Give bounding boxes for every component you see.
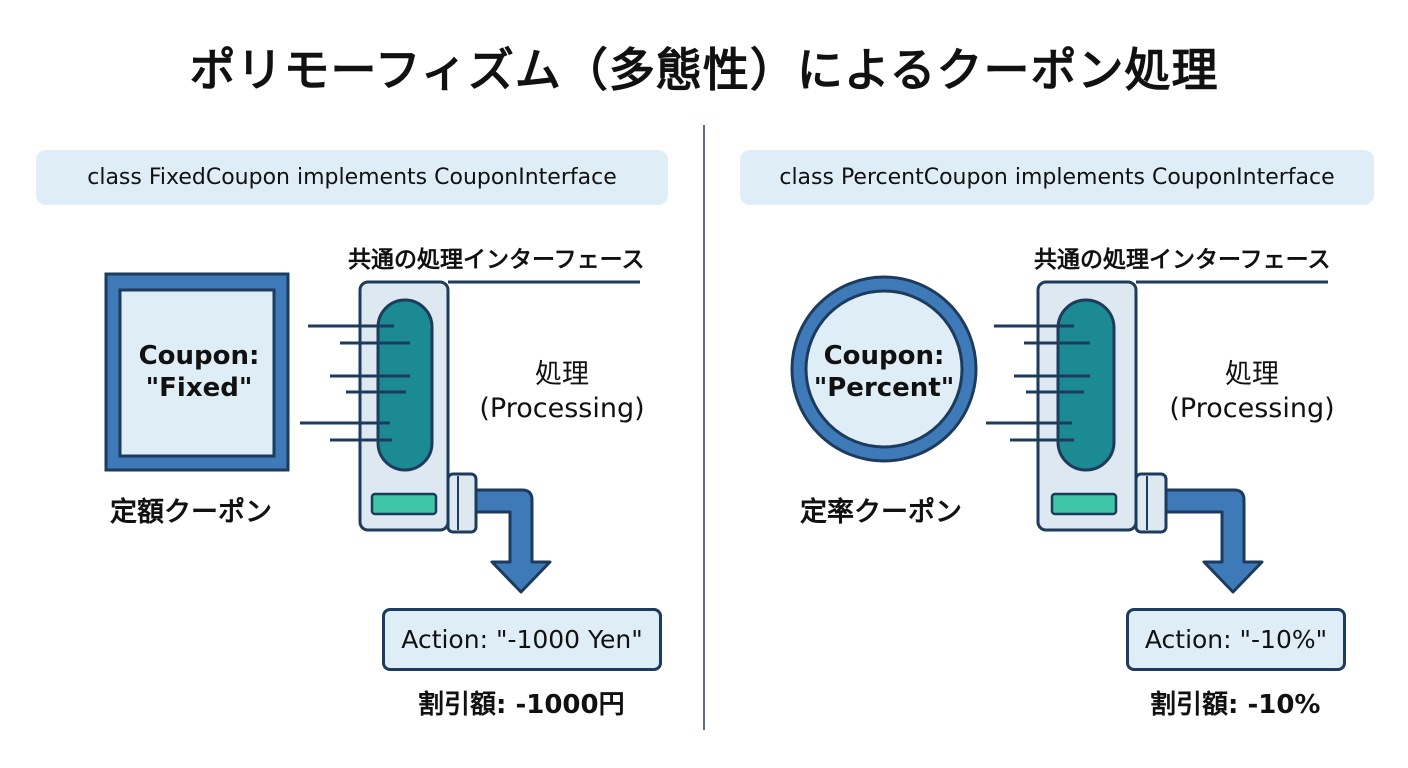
output-arrow [1164,488,1264,594]
processing-indicator [370,492,438,516]
processing-title: 処理 [535,359,589,390]
output-arrow [474,488,552,594]
percent-coupon-text: Coupon: "Percent" [794,340,974,404]
interface-label: 共通の処理インターフェース [1034,247,1331,273]
output-port [1134,472,1168,534]
output-port [446,472,478,534]
interface-label: 共通の処理インターフェース [348,247,645,273]
percent-coupon-name: 定率クーポン [800,497,962,528]
coupon-label: Coupon: [138,341,260,371]
fixed-coupon-panel: class FixedCoupon implements CouponInter… [36,150,668,720]
coupon-type: "Percent" [813,373,955,403]
percent-discount: 割引額: -10% [1150,690,1321,720]
input-lines [300,324,410,442]
processing-indicator [1050,492,1118,516]
processing-label: 処理 (Processing) [1152,358,1352,426]
processing-subtitle: (Processing) [1169,393,1335,424]
processing-subtitle: (Processing) [479,393,645,424]
fixed-coupon-square-inner [118,288,276,458]
processing-title: 処理 [1225,359,1279,390]
percent-action-box: Action: "-10%" [1126,608,1346,671]
percent-class-label: class PercentCoupon implements CouponInt… [740,150,1374,205]
coupon-type: "Fixed" [145,373,253,403]
percent-coupon-panel: class PercentCoupon implements CouponInt… [704,0,1408,768]
percent-coupon-circle-inner [804,289,964,449]
fixed-coupon-diagram [104,272,640,594]
input-lines [986,324,1090,442]
fixed-class-label: class FixedCoupon implements CouponInter… [36,150,668,205]
fixed-discount: 割引額: -1000円 [418,690,625,720]
page-title: ポリモーフィズム（多態性）によるクーポン処理 [189,43,1219,97]
fixed-coupon-name: 定額クーポン [110,497,272,528]
center-divider [703,125,705,730]
fixed-action-box: Action: "-1000 Yen" [382,608,662,671]
percent-coupon-diagram [790,275,1328,594]
processing-label: 処理 (Processing) [462,358,662,426]
fixed-coupon-text: Coupon: "Fixed" [120,340,278,404]
coupon-label: Coupon: [823,341,945,371]
